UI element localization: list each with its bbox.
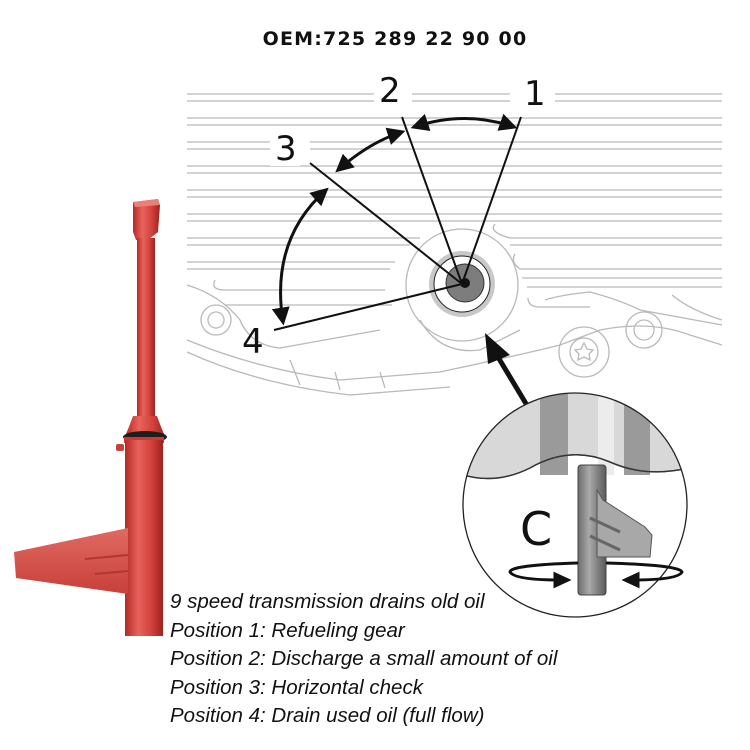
position-2-line <box>401 116 463 285</box>
transmission-housing <box>186 93 723 396</box>
position-4-line <box>273 283 463 331</box>
rotation-arcs <box>271 113 518 326</box>
arc-3-4-icon <box>271 187 329 326</box>
caption-position-3: Position 3: Horizontal check <box>170 675 423 699</box>
red-drain-tool <box>14 199 167 636</box>
position-2-label: 2 <box>379 71 401 111</box>
rotate-arrows-icon <box>508 561 684 589</box>
detail-pointer-arrow-icon <box>485 333 534 414</box>
caption-title: 9 speed transmission drains old oil <box>170 590 485 613</box>
position-1-label: 1 <box>524 74 546 114</box>
caption-position-2: Position 2: Discharge a small amount of … <box>170 647 558 670</box>
position-1-line <box>461 116 522 285</box>
arc-2-3-icon <box>335 127 406 173</box>
caption-position-1: Position 1: Refueling gear <box>170 618 405 642</box>
oem-part-number: OEM:725 289 22 90 00 <box>262 28 528 50</box>
position-4-label: 4 <box>242 322 264 362</box>
position-3-line <box>309 162 463 285</box>
arc-1-2-icon <box>410 113 518 131</box>
position-3-label: 3 <box>275 129 297 169</box>
caption-position-4: Position 4: Drain used oil (full flow) <box>170 704 485 727</box>
detail-label: C <box>520 502 552 556</box>
detail-view: C <box>462 392 688 618</box>
instructions-caption: 9 speed transmission drains old oil Posi… <box>170 588 557 731</box>
